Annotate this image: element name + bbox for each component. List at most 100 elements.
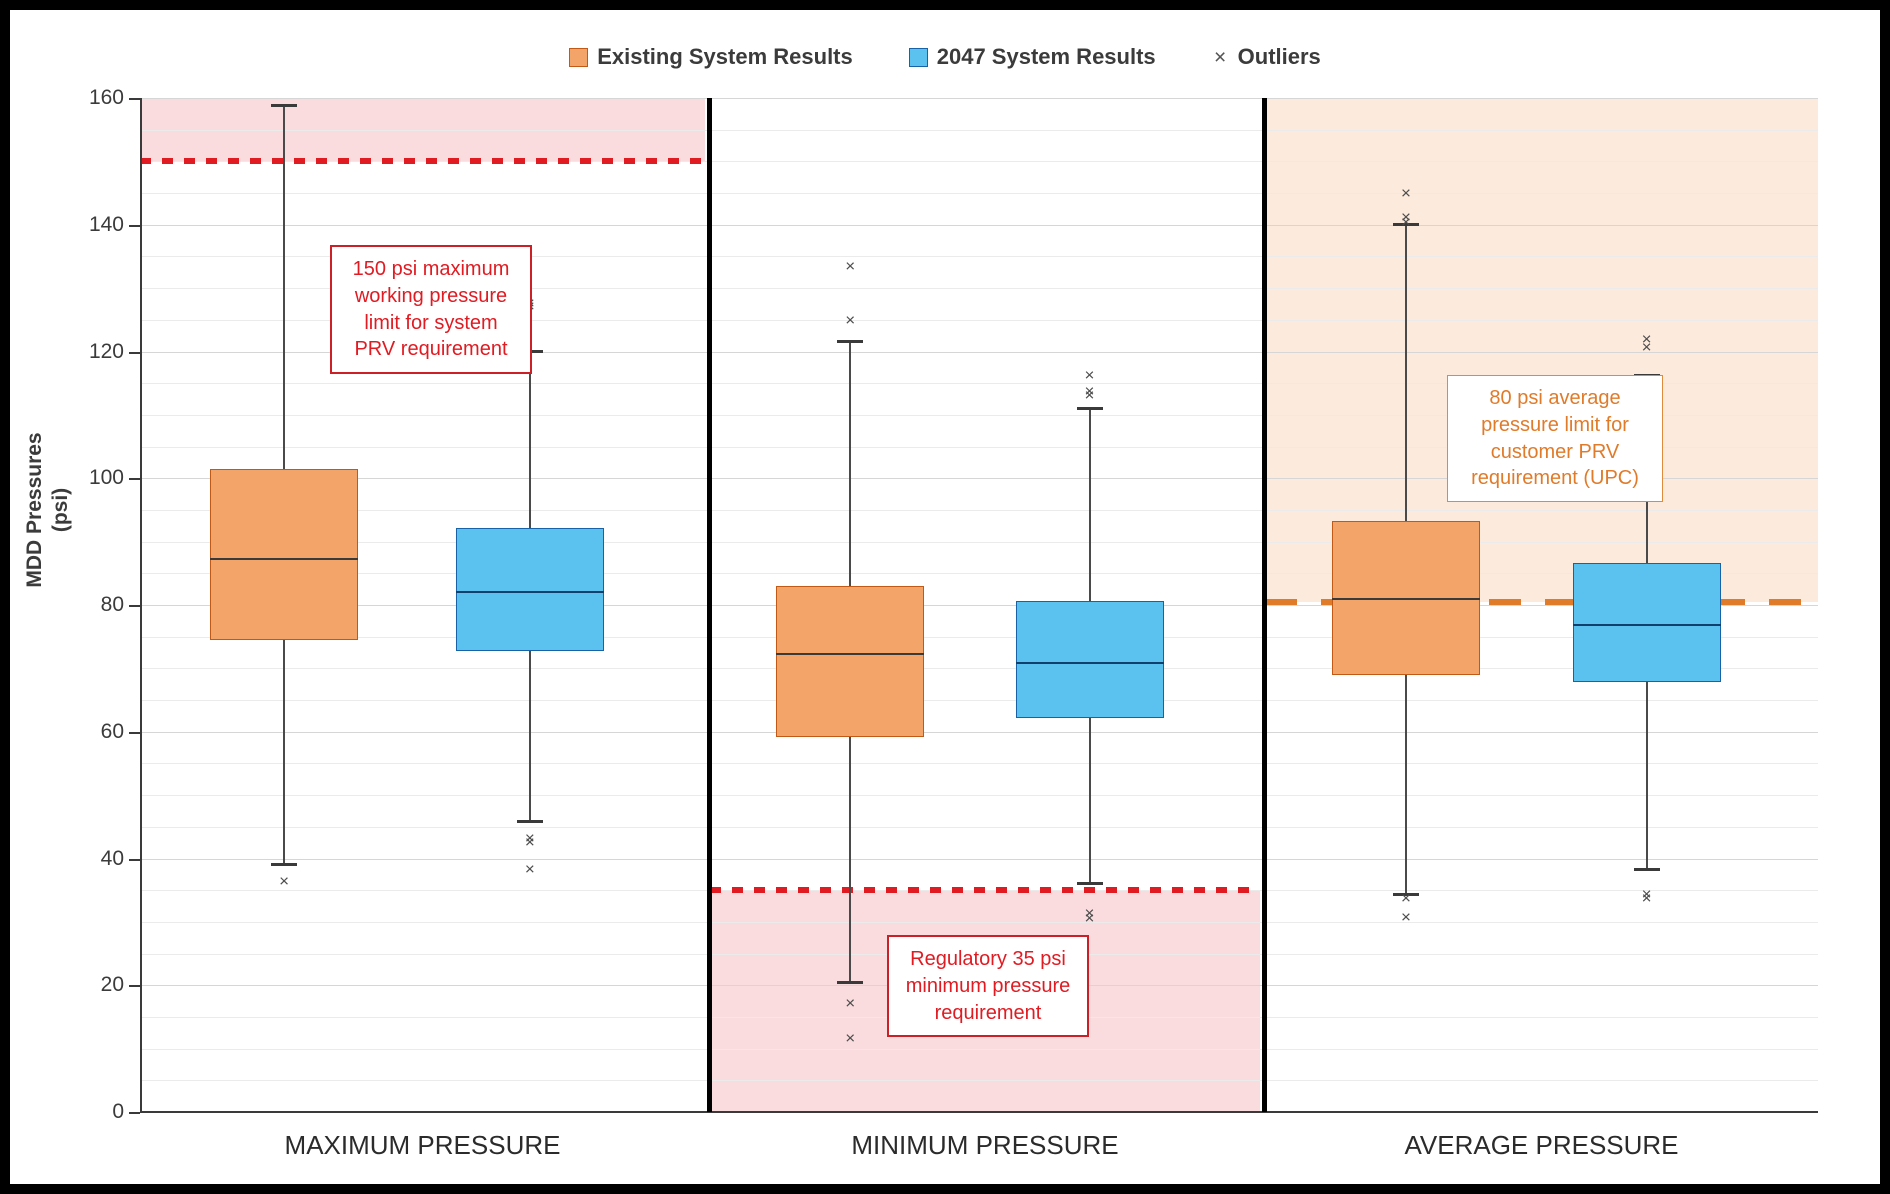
y-tick-label: 100 [88, 466, 124, 490]
whisker-cap-lower [1076, 881, 1103, 885]
annotation-avg-pressure-note: 80 psi average pressure limit for custom… [1447, 375, 1663, 503]
outlier-marker: × [1641, 329, 1652, 349]
median-line [210, 558, 359, 561]
outlier-marker: × [1084, 903, 1095, 923]
gridline [140, 795, 1818, 797]
legend-label: 2047 System Results [936, 44, 1156, 69]
outlier-marker: × [1641, 884, 1652, 904]
gridline [140, 98, 1818, 99]
gridline [140, 826, 1818, 828]
outlier-marker: × [845, 256, 856, 276]
y-tick-label: 0 [112, 1100, 124, 1123]
y-tick-mark [129, 605, 140, 607]
whisker-cap-lower [516, 820, 543, 824]
box-plot-2047-system-results[interactable] [455, 527, 604, 652]
gridline [140, 1048, 1818, 1050]
y-tick-label: 120 [88, 339, 124, 363]
gridline [140, 446, 1818, 448]
reference-band-avg-pressure-upc [1265, 98, 1818, 602]
x-axis-line [140, 1111, 1818, 1113]
x-category-label: AVERAGE PRESSURE [1404, 1130, 1679, 1160]
whisker-cap-upper [271, 104, 298, 108]
whisker-upper [849, 340, 852, 586]
y-tick-label: 140 [88, 212, 124, 236]
gridline [140, 700, 1818, 702]
y-tick-mark [129, 858, 140, 861]
panel-divider [707, 98, 712, 1112]
outlier-marker: × [845, 1028, 856, 1048]
x-category-label: MAXIMUM PRESSURE [284, 1130, 561, 1160]
outlier-marker: × [845, 993, 856, 1013]
gridline [140, 224, 1818, 226]
legend-item-2047-system[interactable]: 2047 System Results [908, 44, 1156, 70]
median-line [1332, 598, 1480, 601]
box-plot-existing-system-results[interactable] [776, 585, 925, 738]
legend-item-outliers[interactable]: × Outliers [1212, 44, 1321, 70]
whisker-cap-lower [271, 862, 298, 866]
y-tick-label: 20 [100, 973, 124, 997]
y-axis-title: MDD Pressures (psi) [22, 432, 75, 587]
whisker-upper [1088, 407, 1091, 602]
box-plot-existing-system-results[interactable] [210, 468, 359, 641]
y-tick-label: 80 [100, 593, 124, 616]
outlier-marker: × [524, 828, 535, 848]
y-tick-mark [129, 731, 140, 734]
gridline [140, 351, 1818, 353]
outlier-marker: × [1401, 207, 1411, 227]
legend-label: Existing System Results [597, 44, 853, 69]
y-tick-mark [129, 1112, 140, 1114]
y-tick-label: 160 [88, 86, 124, 109]
whisker-lower [1088, 717, 1091, 882]
gridline [140, 636, 1818, 638]
gridline [140, 858, 1818, 860]
whisker-lower [1405, 674, 1407, 893]
outlier-marker: × [524, 859, 535, 879]
box-plot-2047-system-results[interactable] [1015, 601, 1164, 718]
whisker-upper [528, 349, 531, 528]
y-tick-mark [129, 351, 140, 354]
gridline [140, 921, 1818, 923]
gridline [140, 605, 1818, 606]
y-tick-mark [129, 478, 140, 481]
whisker-cap-upper [837, 340, 864, 344]
legend-label: Outliers [1237, 44, 1321, 69]
gridline [140, 1080, 1818, 1082]
outlier-marker: × [1401, 907, 1411, 927]
whisker-lower [283, 640, 286, 863]
median-line [1015, 662, 1164, 665]
outlier-marker: × [1084, 381, 1095, 401]
whisker-cap-lower [1633, 868, 1660, 871]
outlier-marker: × [1084, 385, 1095, 405]
outlier-marker: × [1641, 337, 1652, 357]
whisker-cap-upper [1393, 223, 1419, 227]
reference-line-min-pressure [710, 887, 1260, 894]
outlier-marker: × [1084, 908, 1095, 928]
reference-line-avg-pressure-upc [1265, 598, 1818, 605]
y-tick-mark [129, 224, 140, 227]
gridline [140, 256, 1818, 258]
gridline [140, 731, 1818, 733]
annotation-min-pressure-note: Regulatory 35 psi minimum pressure requi… [887, 935, 1089, 1038]
outlier-marker: × [845, 310, 856, 330]
whisker-cap-upper [1076, 407, 1103, 411]
plot-area: ×××××××××××××××××××××××× [140, 98, 1818, 1113]
legend-item-existing-system[interactable]: Existing System Results [569, 44, 853, 70]
gridline [140, 288, 1818, 290]
gridline [140, 161, 1818, 163]
panel-divider [1262, 98, 1267, 1112]
outlier-marker: × [1401, 888, 1411, 908]
gridline [140, 573, 1818, 575]
chart-canvas: Existing System Results 2047 System Resu… [10, 10, 1880, 1184]
gridline [140, 414, 1818, 416]
gridline [140, 478, 1818, 480]
whisker-cap-lower [1393, 892, 1419, 896]
y-tick-mark [129, 985, 140, 988]
outlier-x-icon: × [1214, 45, 1227, 69]
legend-swatch-icon [908, 47, 928, 67]
x-category-label: MINIMUM PRESSURE [851, 1130, 1119, 1160]
gridline [140, 541, 1818, 543]
box-plot-2047-system-results[interactable] [1572, 563, 1721, 683]
whisker-upper [283, 104, 286, 469]
chart-legend: Existing System Results 2047 System Resu… [10, 44, 1880, 70]
y-tick-mark [129, 98, 140, 100]
